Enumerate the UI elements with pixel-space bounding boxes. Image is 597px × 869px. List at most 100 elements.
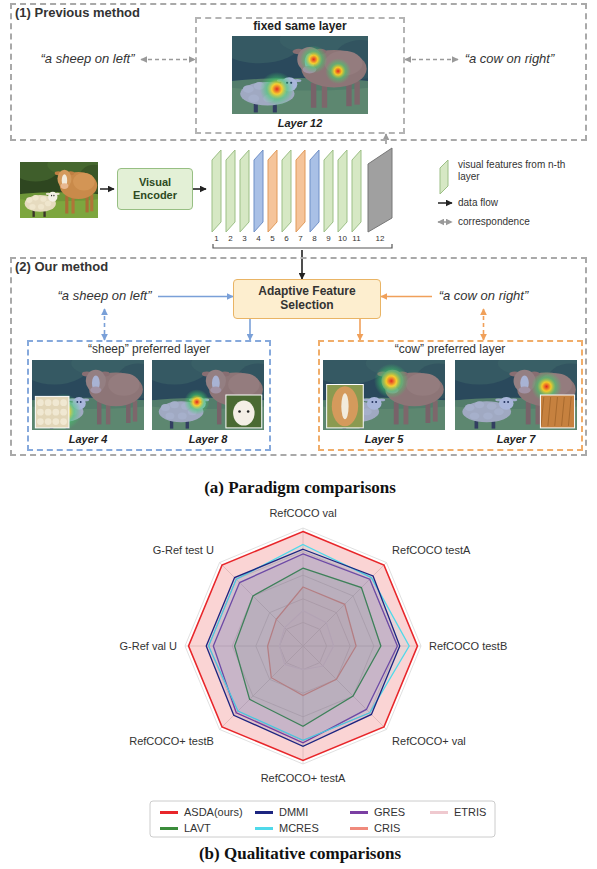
photo-illustration-part bbox=[65, 196, 68, 214]
feature-layer bbox=[324, 150, 333, 232]
radar-series-fill bbox=[189, 532, 418, 761]
photo-illustration-part bbox=[26, 197, 32, 203]
photo-illustration-part bbox=[152, 360, 264, 430]
connector-arrow bbox=[483, 309, 485, 340]
zoom-inset-part bbox=[562, 397, 565, 426]
radar-chart bbox=[185, 528, 421, 764]
zoom-inset-part bbox=[332, 386, 358, 426]
zoom-inset-part bbox=[45, 399, 52, 406]
node-label: “a sheep on left” bbox=[41, 52, 135, 67]
legend-item: ASDA(ours) bbox=[160, 806, 243, 819]
feature-layer bbox=[212, 150, 221, 232]
photo-illustration-part bbox=[60, 172, 97, 199]
photo-illustration-part bbox=[455, 360, 577, 430]
legend-label: MCRES bbox=[279, 822, 319, 835]
legend-label: CRIS bbox=[374, 822, 400, 835]
legend-dashed-arrow bbox=[438, 221, 452, 223]
zoom-inset-part bbox=[327, 385, 364, 428]
figure-caption: (a) Paradigm comparisons bbox=[204, 478, 396, 498]
legend-arrow bbox=[438, 202, 452, 204]
zoom-inset-part bbox=[60, 418, 67, 425]
panel-label: “sheep” preferred layer bbox=[88, 343, 210, 357]
photo-illustration-part bbox=[51, 195, 52, 197]
zoom-inset bbox=[35, 396, 69, 428]
axis-label: RefCOCO testB bbox=[429, 640, 507, 653]
photo-illustration-part bbox=[45, 201, 51, 207]
legend-item: visual features from n-th layer bbox=[458, 159, 576, 182]
query-text: “a sheep on left” bbox=[38, 51, 137, 68]
legend-label: ETRIS bbox=[454, 806, 486, 819]
photo-illustration-part bbox=[325, 58, 351, 84]
photo-illustration-part bbox=[40, 196, 46, 202]
selection-box: Adaptive Feature Selection bbox=[233, 279, 381, 319]
connector-arrow bbox=[301, 250, 303, 279]
photo-illustration-part bbox=[38, 204, 44, 210]
zoom-inset-part bbox=[247, 410, 250, 413]
radar-grid bbox=[185, 528, 421, 764]
figure-caption: (b) Qualitative comparisons bbox=[199, 844, 401, 864]
legend-label: visual features from n-th layer bbox=[458, 159, 576, 182]
legend-frame bbox=[150, 801, 495, 837]
panel-label: Layer 7 bbox=[497, 433, 536, 446]
photo-illustration-part bbox=[71, 197, 74, 214]
panel-label: fixed same layer bbox=[253, 20, 346, 34]
photo-illustration-part bbox=[29, 204, 35, 210]
feature-layer bbox=[240, 150, 249, 232]
connector-arrow bbox=[158, 296, 233, 298]
photo-illustration bbox=[323, 360, 445, 430]
axis-label: G-Ref test U bbox=[153, 544, 214, 557]
axis-label: RefCOCO+ testA bbox=[261, 772, 346, 785]
node-label: “a cow on right” bbox=[439, 289, 529, 304]
bracket bbox=[213, 244, 392, 248]
zoom-inset-part bbox=[52, 399, 59, 406]
zoom-inset-part bbox=[540, 395, 574, 428]
photo-illustration bbox=[455, 360, 577, 430]
photo-illustration-part bbox=[300, 45, 328, 73]
layer-number: 11 bbox=[352, 234, 360, 243]
photo-illustration-part bbox=[260, 72, 294, 106]
photo-illustration bbox=[152, 360, 264, 430]
legend-item: correspondence bbox=[458, 216, 530, 228]
zoom-inset-part bbox=[540, 395, 574, 428]
legend-swatch bbox=[255, 811, 273, 814]
feature-layer bbox=[368, 148, 392, 232]
illustration bbox=[12, 24, 595, 837]
legend-label: GRES bbox=[374, 806, 405, 819]
legend-swatch bbox=[160, 827, 178, 830]
legend-item: data flow bbox=[458, 197, 498, 209]
photo-illustration bbox=[20, 162, 98, 218]
connector-arrow bbox=[405, 59, 458, 61]
zoom-inset-part bbox=[35, 396, 69, 428]
connector-arrow bbox=[249, 319, 251, 340]
axis-label: RefCOCO+ val bbox=[392, 735, 466, 748]
zoom-inset-part bbox=[60, 399, 67, 406]
zoom-inset-part bbox=[541, 397, 544, 426]
feature-layer bbox=[338, 150, 347, 232]
connector-arrow bbox=[141, 59, 195, 61]
query-text: “a sheep on left” bbox=[55, 288, 154, 305]
photo-illustration-part bbox=[73, 173, 95, 191]
legend-swatch bbox=[350, 827, 368, 830]
panel-label: (2) Our method bbox=[15, 260, 108, 275]
photo-illustration-part bbox=[455, 360, 577, 430]
layer-number: 2 bbox=[228, 234, 232, 243]
zoom-inset-part bbox=[37, 418, 44, 425]
feature-stack: 123456789101112 bbox=[206, 144, 398, 250]
zoom-inset-part bbox=[226, 395, 262, 428]
zoom-inset-part bbox=[60, 409, 67, 416]
legend-item: ETRIS bbox=[430, 806, 486, 819]
connector-arrow bbox=[381, 296, 432, 298]
panel-label: Layer 8 bbox=[189, 433, 228, 446]
photo-illustration-part bbox=[374, 364, 409, 399]
feature-layer bbox=[254, 150, 263, 232]
photo-illustration-part bbox=[48, 192, 57, 202]
connector-arrow bbox=[104, 309, 106, 340]
zoom-inset-part bbox=[52, 409, 59, 416]
photo-illustration-part bbox=[184, 389, 209, 414]
feature-layer bbox=[226, 150, 235, 232]
legend-label: correspondence bbox=[458, 216, 530, 228]
photo-illustration-part bbox=[32, 195, 38, 201]
legend-swatch bbox=[430, 811, 448, 814]
connectors bbox=[105, 60, 484, 341]
connector-arrow bbox=[359, 319, 361, 340]
